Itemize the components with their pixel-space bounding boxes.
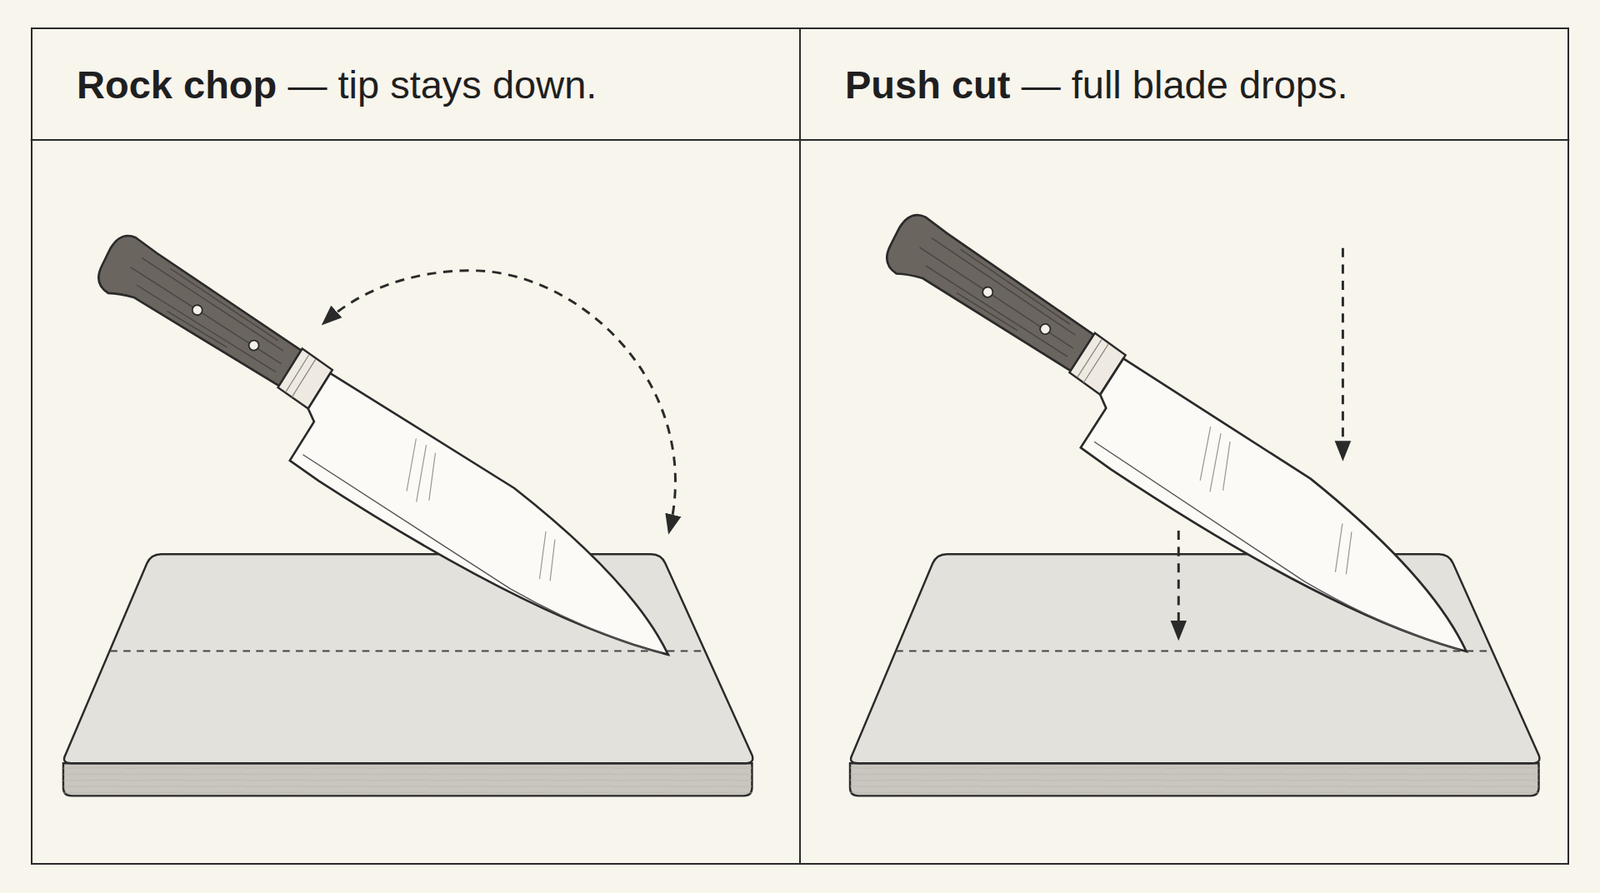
illustration-part xyxy=(64,554,753,764)
technique-name: Push cut xyxy=(845,61,1010,108)
panel-heading: Rock chop— tip stays down. xyxy=(32,29,800,140)
rock-arrow xyxy=(324,270,675,531)
cutting-board xyxy=(850,554,1540,796)
cutting-board xyxy=(63,554,753,796)
illustration-part xyxy=(850,767,1540,796)
panel: Rock chop— tip stays down. xyxy=(30,27,801,865)
illustration-part xyxy=(63,767,753,796)
chef-knife xyxy=(850,208,1506,685)
chef-knife xyxy=(64,229,706,688)
technique-note: — tip stays down. xyxy=(287,61,597,108)
technique-name: Rock chop xyxy=(76,61,277,108)
illustration-part xyxy=(63,763,753,796)
illustration-part xyxy=(895,650,1492,653)
panel: Push cut— full blade drops. xyxy=(799,27,1570,865)
illustration-part xyxy=(110,650,705,653)
drop-arrow xyxy=(1341,248,1345,458)
drop-arrow xyxy=(1177,530,1180,637)
illustration-part xyxy=(850,554,1540,764)
illustration-part xyxy=(850,763,1540,796)
panel-heading: Push cut— full blade drops. xyxy=(800,29,1568,140)
technique-note: — full blade drops. xyxy=(1021,61,1349,108)
